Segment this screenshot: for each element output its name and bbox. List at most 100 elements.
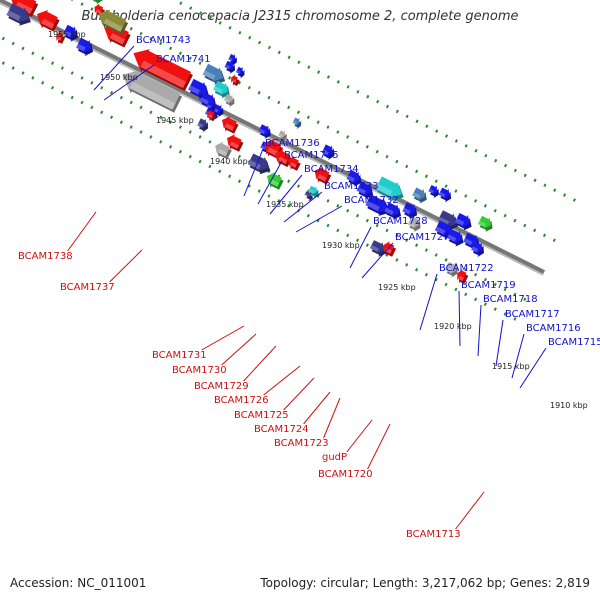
gene-highlight xyxy=(188,85,200,95)
gene-highlight xyxy=(197,122,203,128)
gene-body xyxy=(455,213,470,228)
forward-label-leader xyxy=(361,242,394,279)
gene-feature-28 xyxy=(207,109,217,122)
forward-gene-label: BCAM1727 xyxy=(395,232,450,243)
gene-highlight xyxy=(218,149,228,157)
gene-feature-33 xyxy=(258,124,271,139)
gene-highlight xyxy=(247,159,261,170)
gene-shadow xyxy=(58,34,66,44)
gene-highlight xyxy=(455,218,465,226)
gene-feature-41 xyxy=(288,156,301,171)
forward-label-leader xyxy=(103,64,155,101)
gene-feature-25 xyxy=(224,60,235,74)
forward-label-leader xyxy=(269,174,303,215)
gene-highlight xyxy=(402,207,411,215)
gene-body xyxy=(235,66,243,76)
gene-feature-35 xyxy=(278,130,287,143)
gene-body xyxy=(365,194,388,213)
gene-body xyxy=(228,53,236,63)
gene-feature-8 xyxy=(93,0,102,5)
reverse-gene-label: BCAM1725 xyxy=(234,410,289,421)
gene-highlight xyxy=(213,86,223,94)
reverse-gene-label: BCAM1726 xyxy=(214,395,269,406)
gene-feature-30 xyxy=(227,134,244,152)
gene-feature-63 xyxy=(369,240,387,257)
gene-body xyxy=(428,185,438,196)
forward-label-leader xyxy=(419,273,438,331)
gene-highlight xyxy=(463,238,473,246)
reverse-label-leader xyxy=(109,249,143,283)
gene-feature-57 xyxy=(455,213,472,231)
gene-body xyxy=(213,80,228,96)
gene-highlight xyxy=(304,193,309,197)
reverse-gene-label: BCAM1730 xyxy=(172,365,227,376)
gene-feature-16 xyxy=(202,63,226,85)
forward-label-leader xyxy=(243,148,264,197)
reverse-gene-label: BCAM1738 xyxy=(18,251,73,262)
gene-highlight xyxy=(6,10,21,21)
gene-highlight xyxy=(428,188,434,194)
forward-gene-label: BCAM1719 xyxy=(461,280,516,291)
gene-body xyxy=(384,202,400,217)
gene-highlight xyxy=(224,64,231,70)
gene-body xyxy=(6,3,30,23)
gene-body xyxy=(438,187,450,200)
gene-body xyxy=(308,185,317,196)
gene-feature-50 xyxy=(384,202,401,220)
gene-feature-5 xyxy=(37,10,60,32)
gene-feature-32 xyxy=(197,118,208,133)
gene-body xyxy=(197,118,207,130)
gene-highlight xyxy=(235,70,241,74)
gene-highlight xyxy=(229,141,239,149)
gene-highlight xyxy=(317,174,327,182)
tick-line-1 xyxy=(0,59,521,323)
gene-highlight xyxy=(223,97,230,103)
reverse-label-leader xyxy=(67,211,97,252)
gene-body xyxy=(478,215,491,229)
gene-feature-36 xyxy=(292,117,302,130)
reverse-gene-label: BCAM1731 xyxy=(152,350,207,361)
scale-label: 1935 kbp xyxy=(266,200,304,209)
gene-body xyxy=(356,181,372,197)
tick-line-4 xyxy=(171,0,580,204)
gene-feature-17 xyxy=(213,80,230,99)
forward-gene-label: BCAM1736 xyxy=(265,138,320,149)
gene-body xyxy=(202,63,224,82)
gene-body xyxy=(375,176,402,198)
forward-label-leader xyxy=(257,160,283,205)
gene-feature-48 xyxy=(365,194,390,216)
reverse-label-leader xyxy=(455,491,485,530)
gene-highlight xyxy=(232,79,237,83)
gene-feature-66 xyxy=(457,269,469,284)
gene-highlight xyxy=(260,145,266,150)
reverse-label-leader xyxy=(221,333,257,366)
gene-highlight xyxy=(63,30,72,37)
gene-feature-14 xyxy=(133,49,193,92)
forward-gene-label: BCAM1718 xyxy=(483,294,538,305)
gene-highlight xyxy=(308,189,314,194)
gene-highlight xyxy=(447,234,457,242)
reverse-gene-label: BCAM1713 xyxy=(406,529,461,540)
gene-body xyxy=(247,153,269,172)
gene-feature-54 xyxy=(428,185,439,199)
gene-body xyxy=(258,124,269,136)
reverse-gene-label: BCAM1729 xyxy=(194,381,249,392)
scale-label: 1925 kbp xyxy=(378,283,416,292)
gene-shadow xyxy=(93,0,102,5)
scale-label: 1920 kbp xyxy=(434,322,472,331)
gene-feature-65 xyxy=(445,262,458,278)
scale-label: 1945 kbp xyxy=(156,116,194,125)
gene-feature-45 xyxy=(321,144,335,160)
gene-highlight xyxy=(434,226,446,235)
gene-highlight xyxy=(384,247,392,254)
gene-feature-38 xyxy=(247,153,271,175)
forward-label-leader xyxy=(458,290,461,347)
gene-highlight xyxy=(15,1,33,14)
gene-feature-15 xyxy=(122,70,183,113)
gene-highlight xyxy=(269,179,280,187)
gene-highlight xyxy=(478,220,487,228)
gene-feature-23 xyxy=(235,66,245,79)
reverse-label-leader xyxy=(283,377,315,411)
gene-highlight xyxy=(76,43,86,52)
gene-highlight xyxy=(445,266,452,273)
